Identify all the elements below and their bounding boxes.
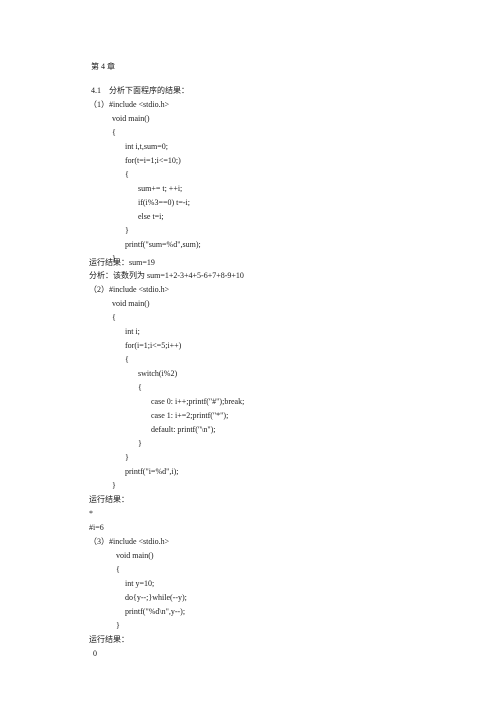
- code-line: printf("sum=%d",sum);: [125, 240, 201, 249]
- code-line: }: [125, 226, 129, 235]
- program-2-include: （2）#include <stdio.h>: [89, 285, 170, 294]
- code-line: printf("%d\n",y--);: [125, 607, 186, 616]
- program-3-include: （3）#include <stdio.h>: [89, 537, 170, 546]
- code-line: {: [138, 383, 142, 392]
- code-line: {: [125, 355, 129, 364]
- program-1-include: （1）#include <stdio.h>: [89, 100, 170, 109]
- code-line: }: [116, 621, 120, 630]
- code-line: }: [125, 453, 129, 462]
- code-line: switch(i%2): [138, 369, 178, 378]
- code-line: case 0: i++;printf("#");break;: [151, 397, 245, 406]
- code-line: int i,t,sum=0;: [125, 142, 168, 151]
- result-output: *: [89, 509, 93, 518]
- code-line: }: [112, 481, 116, 490]
- code-line: void main(): [116, 551, 154, 560]
- result-label-3: 运行结果：: [89, 635, 129, 644]
- result-label-2: 运行结果：: [89, 495, 129, 504]
- code-line: {: [116, 565, 120, 574]
- code-line: }: [138, 439, 142, 448]
- analysis-text: 分析：该数列为 sum=1+2-3+4+5-6+7+8-9+10: [89, 271, 244, 280]
- code-line: if(i%3==0) t=-i;: [138, 198, 190, 207]
- code-line: void main(): [112, 299, 150, 308]
- code-line: {: [125, 170, 129, 179]
- code-line: {: [112, 128, 116, 137]
- code-line: void main(): [112, 114, 150, 123]
- result-output: #i=6: [89, 523, 104, 532]
- code-line: sum+= t; ++i;: [138, 184, 183, 193]
- code-line: for(t=i=1;i<=10;): [125, 156, 181, 165]
- code-line: do{y--;}while(--y);: [125, 593, 187, 602]
- code-line: case 1: i+=2;printf("*");: [151, 411, 229, 420]
- code-line: int i;: [125, 327, 140, 336]
- result-label-1: 运行结果：sum=19: [89, 258, 155, 267]
- code-line: {: [112, 313, 116, 322]
- code-line: else t=i;: [138, 212, 164, 221]
- code-line: int y=10;: [125, 579, 155, 588]
- code-line: default: printf("\n");: [151, 425, 216, 434]
- chapter-heading: 第 4 章: [91, 62, 115, 71]
- result-output: 0: [93, 649, 97, 658]
- section-title: 4.1 分析下面程序的结果：: [91, 86, 189, 95]
- code-line: }: [112, 254, 116, 263]
- code-line: printf("i=%d",i);: [125, 467, 179, 476]
- code-line: for(i=1;i<=5;i++): [125, 341, 182, 350]
